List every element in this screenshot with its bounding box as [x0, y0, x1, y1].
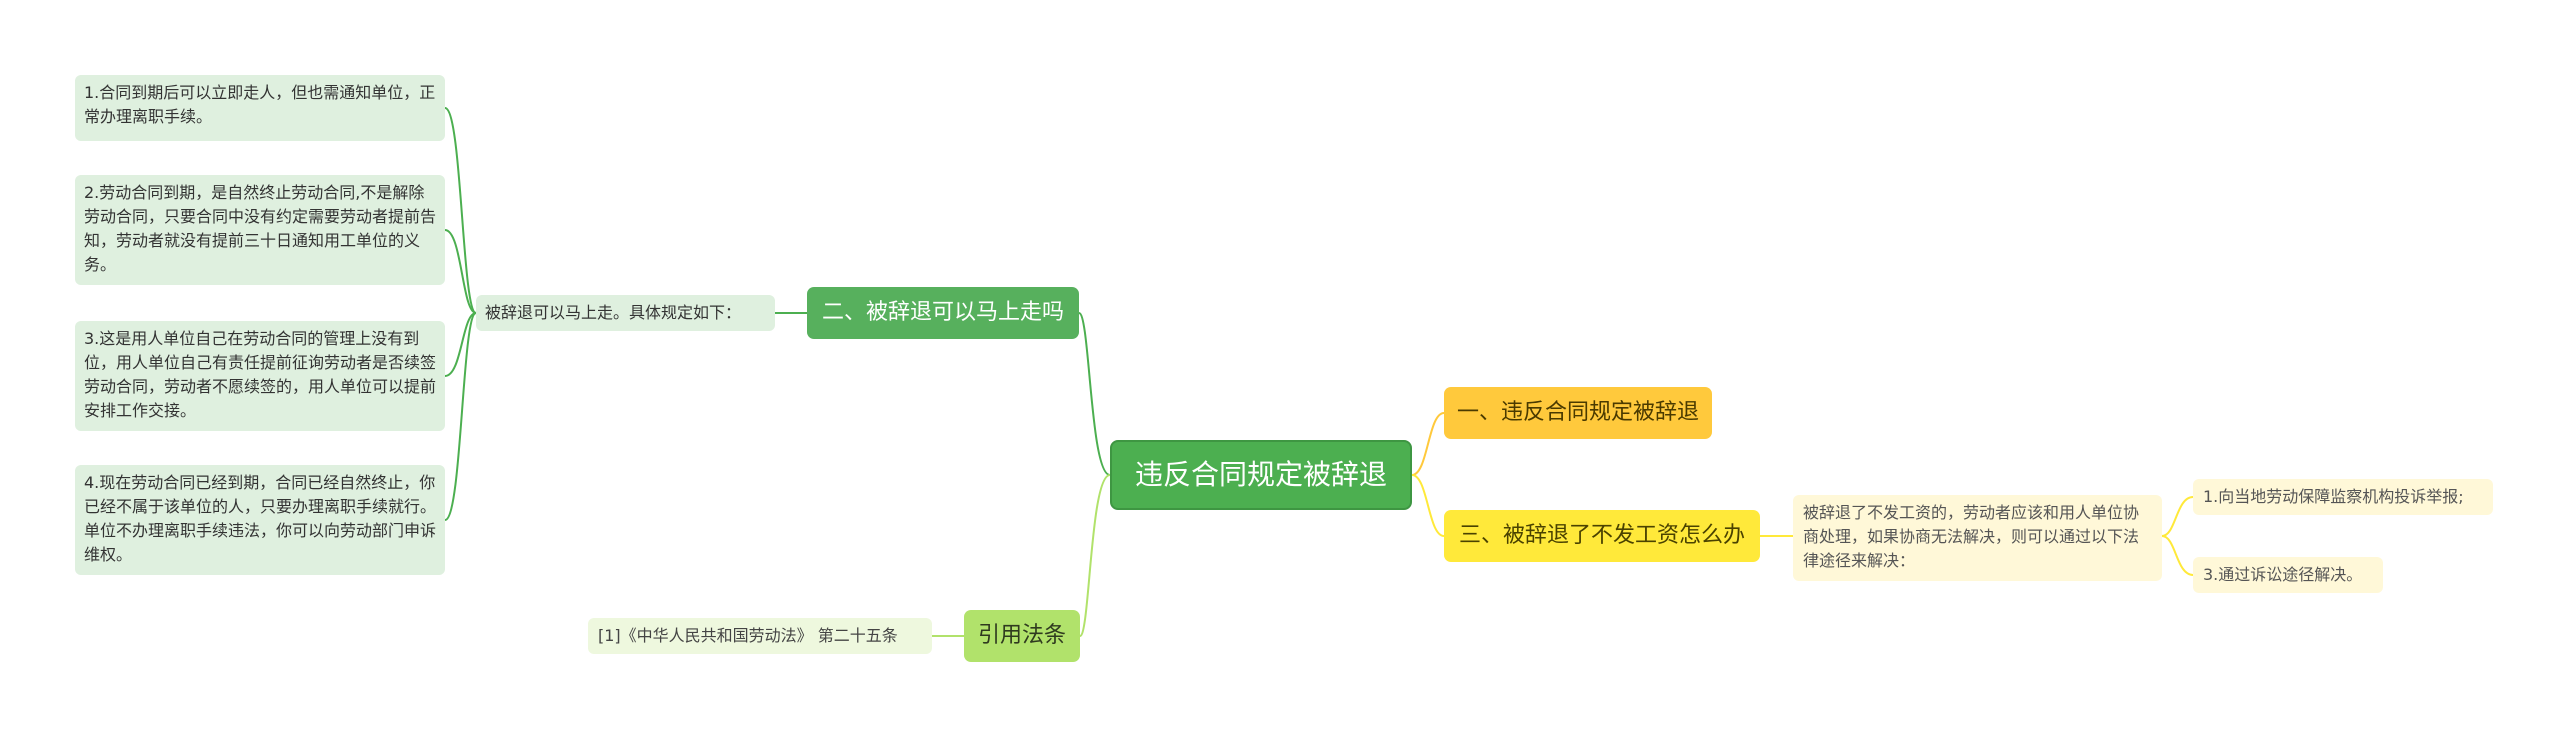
link-intro-item3	[444, 312, 477, 377]
link-root-b2	[1078, 312, 1111, 476]
branch-dismissed-for-breach[interactable]: 一、违反合同规定被辞退	[1444, 387, 1712, 439]
law-citation[interactable]: [1]《中华人民共和国劳动法》 第二十五条	[588, 618, 932, 654]
intro-can-leave[interactable]: 被辞退可以马上走。具体规定如下：	[476, 295, 775, 331]
list-item-1[interactable]: 1.合同到期后可以立即走人，但也需通知单位，正常办理离职手续。	[75, 75, 445, 141]
link-intro-item4	[444, 312, 477, 521]
branch-can-leave-immediately[interactable]: 二、被辞退可以马上走吗	[807, 287, 1079, 339]
link-intro-item2	[444, 229, 477, 314]
list-item-2[interactable]: 2.劳动合同到期，是自然终止劳动合同,不是解除劳动合同，只要合同中没有约定需要劳…	[75, 175, 445, 285]
link-root-ref	[1079, 474, 1111, 637]
branch-cited-law[interactable]: 引用法条	[964, 610, 1080, 662]
list-item-3[interactable]: 3.这是用人单位自己在劳动合同的管理上没有到位，用人单位自己有责任提前征询劳动者…	[75, 321, 445, 431]
branch-unpaid-wages[interactable]: 三、被辞退了不发工资怎么办	[1444, 510, 1760, 562]
root-topic[interactable]: 违反合同规定被辞退	[1110, 440, 1412, 510]
link-b3intro-item2	[2161, 535, 2194, 576]
list-item-4[interactable]: 4.现在劳动合同已经到期，合同已经自然终止，你已经不属于该单位的人，只要办理离职…	[75, 465, 445, 575]
link-intro-item1	[444, 107, 477, 314]
link-root-b3	[1411, 474, 1445, 537]
link-b3intro-item1	[2161, 496, 2194, 537]
link-root-b1	[1411, 412, 1445, 476]
remedy-item-1[interactable]: 1.向当地劳动保障监察机构投诉举报;	[2193, 479, 2493, 515]
remedy-item-2[interactable]: 3.通过诉讼途径解决。	[2193, 557, 2383, 593]
intro-unpaid-wages[interactable]: 被辞退了不发工资的，劳动者应该和用人单位协商处理，如果协商无法解决，则可以通过以…	[1793, 495, 2162, 581]
